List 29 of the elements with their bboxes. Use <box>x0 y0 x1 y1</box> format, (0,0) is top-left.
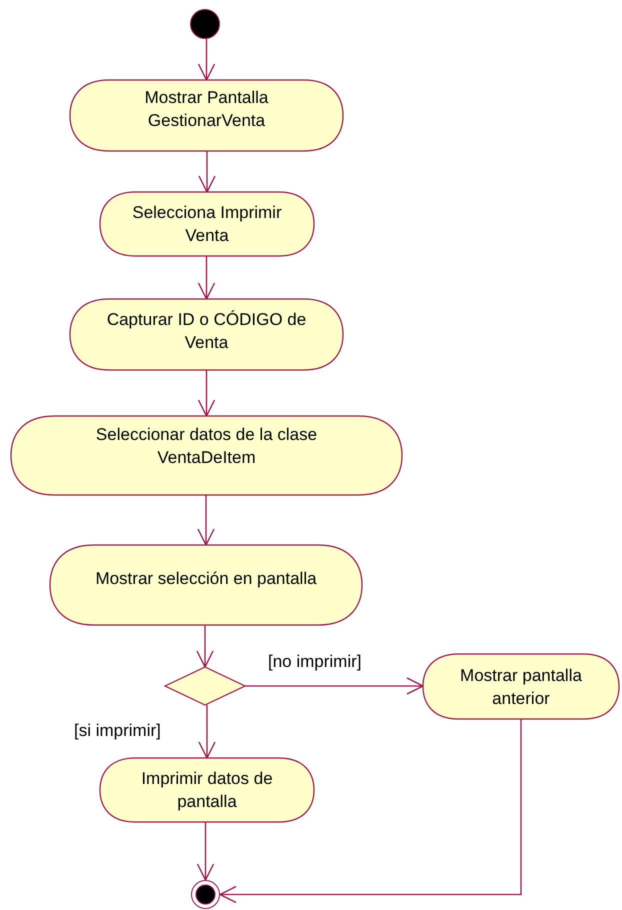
action-label: Mostrar Pantalla GestionarVenta <box>144 86 270 132</box>
arrow <box>198 256 216 300</box>
arrow <box>198 151 216 193</box>
arrow <box>197 495 215 546</box>
action-label: Capturar ID o CÓDIGO de Venta <box>106 308 308 354</box>
edge-label: [si imprimir] <box>74 721 161 741</box>
action-label: Imprimir datos de pantalla <box>140 768 274 813</box>
action-node <box>100 758 314 822</box>
arrow <box>196 625 214 668</box>
edge-label: [no imprimir] <box>268 652 362 672</box>
action-label: Mostrar pantalla anterior <box>459 664 583 710</box>
action-node <box>70 80 343 151</box>
arrow <box>198 705 216 759</box>
action-node <box>100 192 314 256</box>
end-node <box>191 880 220 909</box>
arrow <box>196 822 214 881</box>
arrow <box>198 370 216 417</box>
action-node <box>70 299 343 370</box>
arrow <box>245 677 424 695</box>
start-node <box>190 9 220 39</box>
action-label: Selecciona Imprimir Venta <box>131 202 283 247</box>
action-label: Seleccionar datos de la clase VentaDeItem <box>94 424 318 468</box>
action-node <box>11 416 402 495</box>
arrow <box>219 719 522 904</box>
arrow <box>198 39 216 81</box>
action-label: Mostrar selección en pantalla <box>95 568 317 590</box>
decision-diamond <box>165 667 245 705</box>
action-node <box>50 545 362 625</box>
action-node <box>423 654 619 719</box>
